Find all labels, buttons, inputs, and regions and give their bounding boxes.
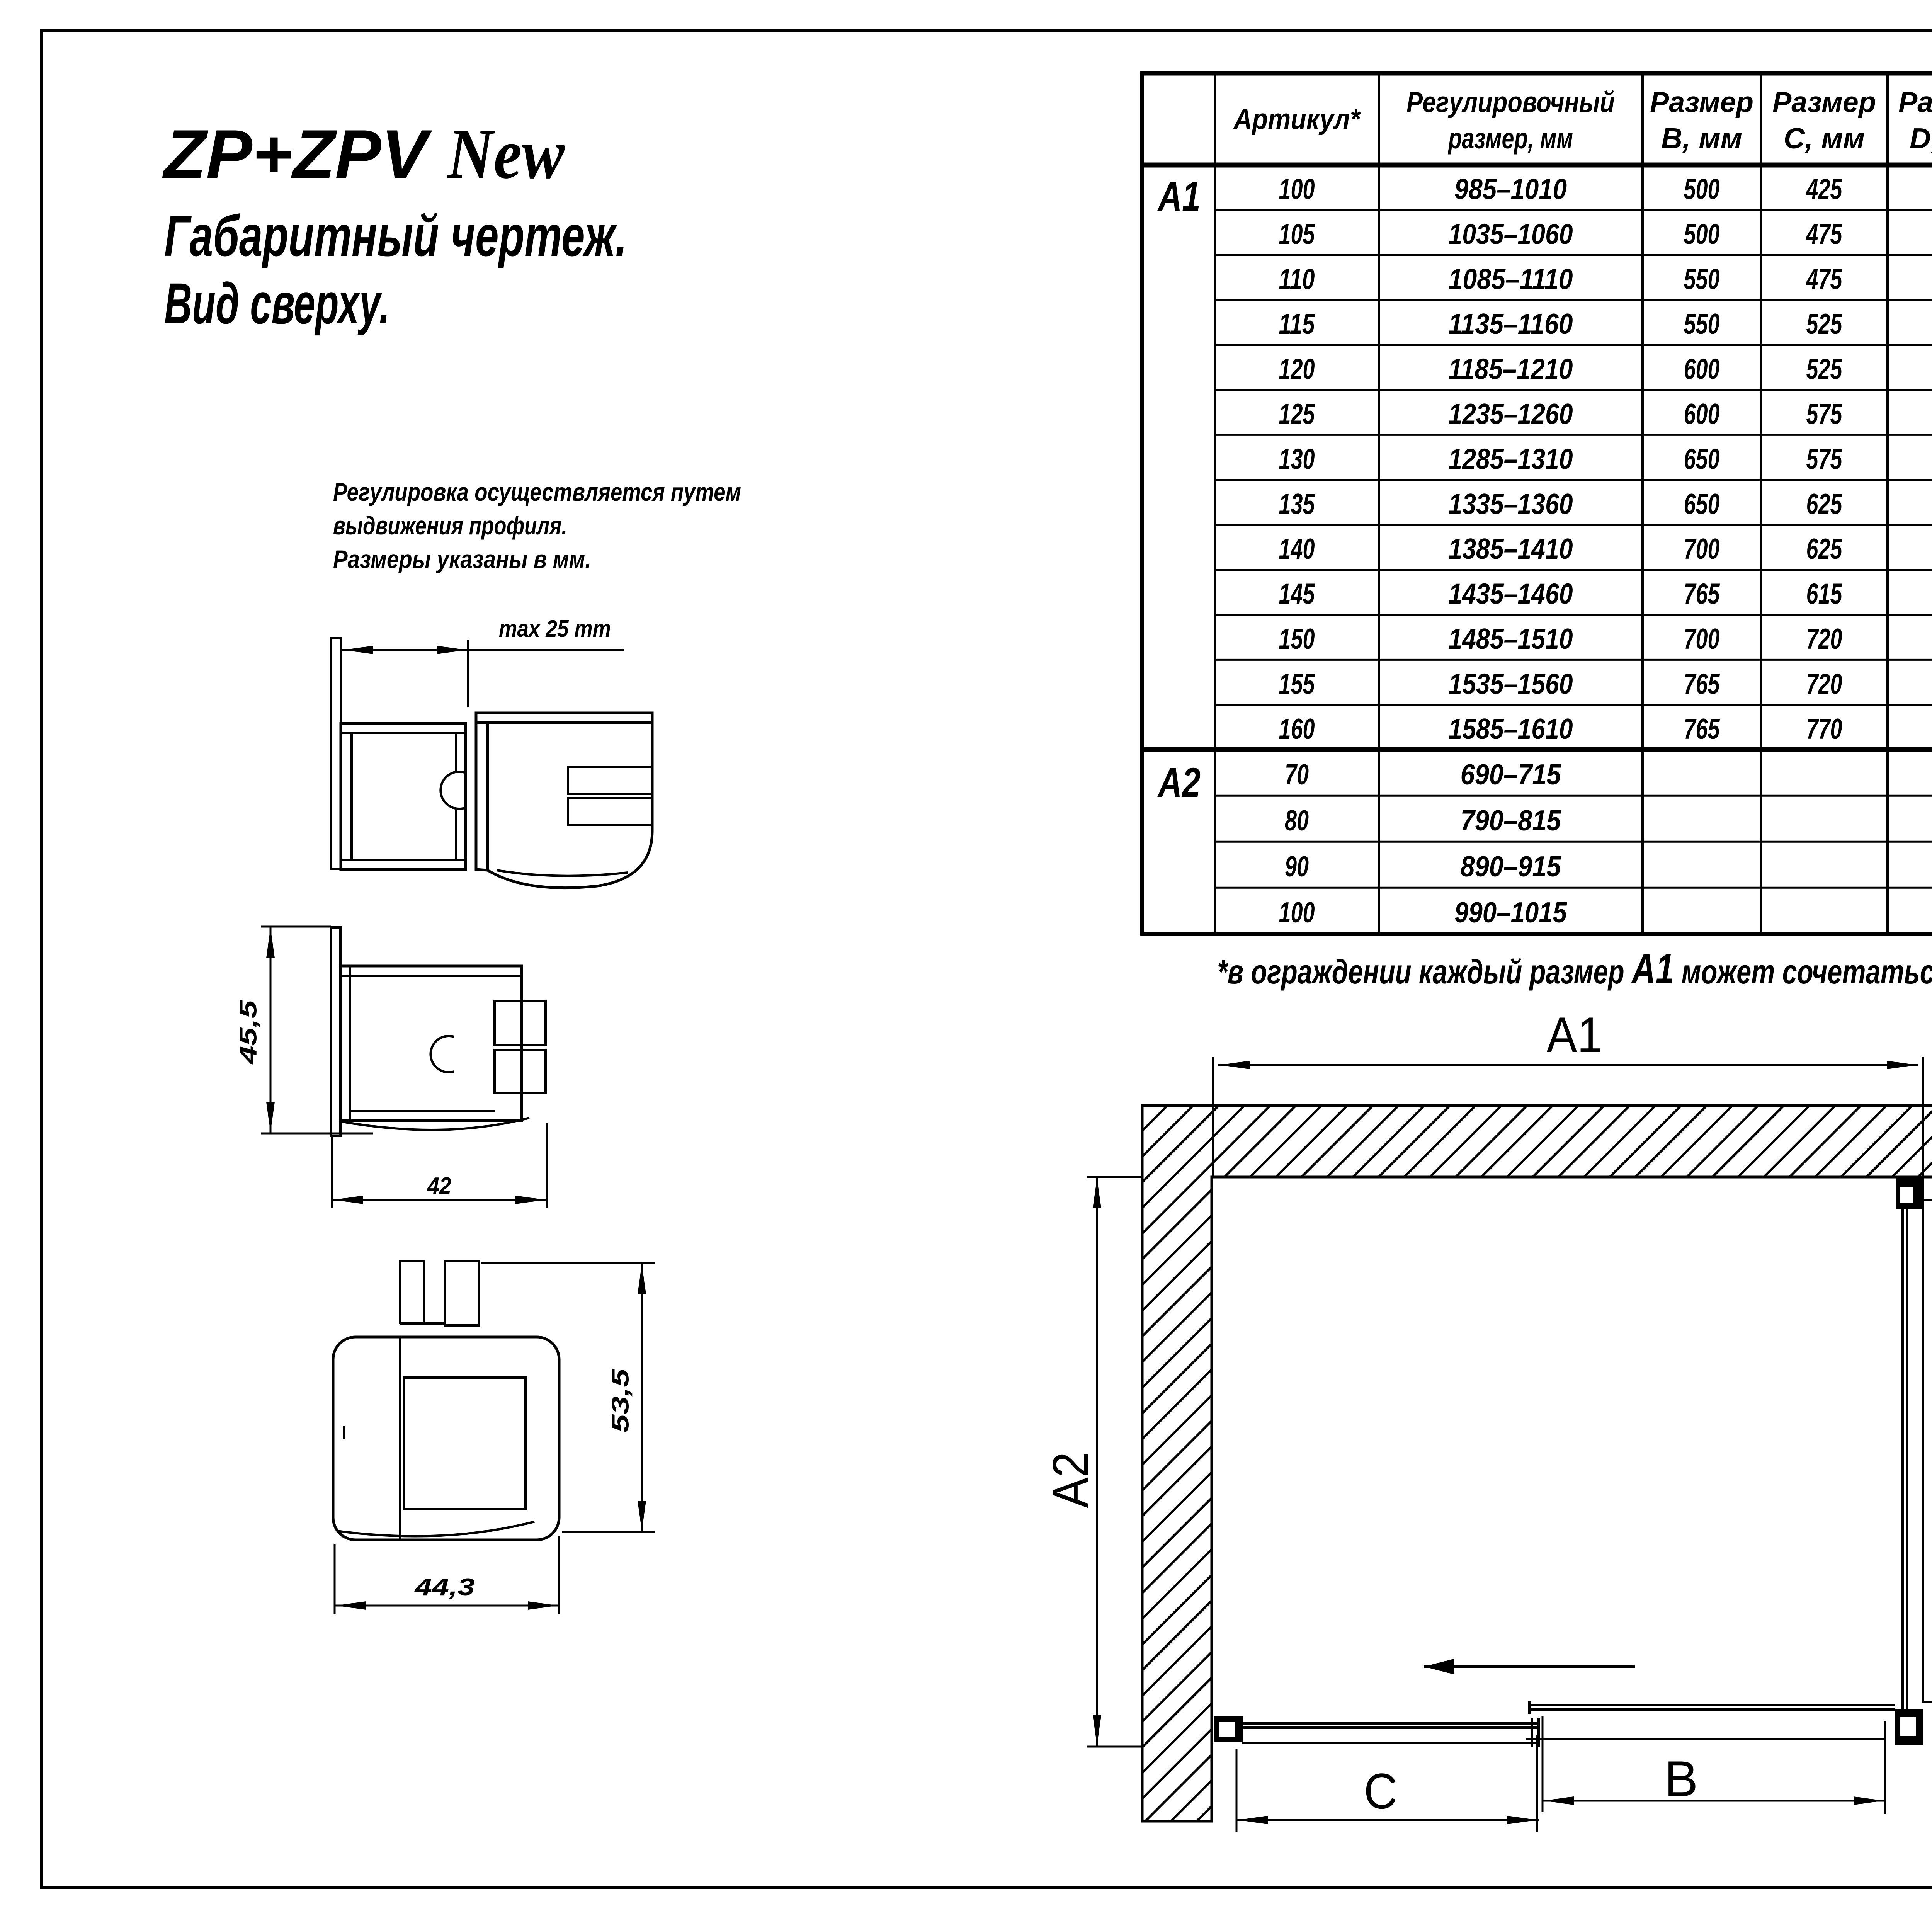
svg-text:625: 625 (1806, 532, 1843, 565)
svg-text:990–1015: 990–1015 (1454, 896, 1567, 929)
svg-text:ZP+ZPV: ZP+ZPV (162, 116, 432, 192)
svg-text:1535–1560: 1535–1560 (1449, 667, 1573, 700)
svg-text:890–915: 890–915 (1461, 850, 1561, 883)
svg-text:Размер: Размер (1650, 86, 1753, 118)
svg-text:765: 765 (1684, 713, 1720, 745)
svg-text:120: 120 (1279, 353, 1315, 385)
svg-text:Размер: Размер (1898, 86, 1932, 118)
svg-text:125: 125 (1279, 398, 1315, 430)
svg-text:525: 525 (1806, 308, 1843, 340)
svg-text:Артикул*: Артикул* (1233, 103, 1361, 135)
svg-text:100: 100 (1279, 896, 1315, 929)
svg-text:650: 650 (1684, 488, 1720, 520)
svg-text:Регулировочный: Регулировочный (1406, 86, 1615, 118)
svg-text:Вид сверху.: Вид сверху. (164, 271, 390, 336)
svg-text:B: B (1665, 1750, 1698, 1807)
svg-text:425: 425 (1806, 173, 1842, 205)
svg-text:42: 42 (427, 1173, 451, 1199)
svg-text:1335–1360: 1335–1360 (1449, 488, 1573, 520)
svg-text:145: 145 (1279, 578, 1315, 610)
svg-text:790–815: 790–815 (1461, 804, 1561, 837)
svg-text:45,5: 45,5 (235, 999, 262, 1065)
svg-text:160: 160 (1279, 713, 1315, 745)
svg-text:615: 615 (1806, 578, 1843, 610)
svg-text:525: 525 (1806, 353, 1843, 385)
svg-text:44,3: 44,3 (414, 1574, 475, 1601)
svg-text:135: 135 (1279, 488, 1315, 520)
svg-text:1485–1510: 1485–1510 (1449, 623, 1573, 655)
svg-text:Размеры указаны в мм.: Размеры указаны в мм. (333, 545, 591, 573)
svg-text:650: 650 (1684, 442, 1720, 475)
svg-text:1585–1610: 1585–1610 (1449, 713, 1573, 745)
svg-text:600: 600 (1684, 398, 1720, 430)
svg-text:500: 500 (1684, 173, 1720, 205)
svg-text:Размер: Размер (1772, 86, 1876, 118)
svg-text:53,5: 53,5 (607, 1368, 634, 1432)
svg-text:Габаритный чертеж.: Габаритный чертеж. (164, 203, 627, 268)
svg-text:B, мм: B, мм (1661, 122, 1742, 155)
svg-text:90: 90 (1285, 850, 1309, 883)
svg-text:70: 70 (1285, 758, 1309, 791)
svg-text:1435–1460: 1435–1460 (1449, 578, 1573, 610)
svg-text:размер, мм: размер, мм (1447, 122, 1573, 155)
svg-text:выдвижения профиля.: выдвижения профиля. (333, 511, 567, 540)
svg-text:110: 110 (1279, 263, 1315, 295)
svg-text:765: 765 (1684, 667, 1720, 700)
svg-text:100: 100 (1279, 173, 1315, 205)
svg-text:575: 575 (1806, 442, 1843, 475)
svg-text:690–715: 690–715 (1461, 758, 1561, 791)
svg-text:475: 475 (1806, 218, 1842, 250)
svg-text:80: 80 (1285, 804, 1309, 837)
svg-text:1385–1410: 1385–1410 (1449, 532, 1573, 565)
svg-text:625: 625 (1806, 488, 1843, 520)
svg-text:115: 115 (1279, 308, 1315, 340)
svg-text:1135–1160: 1135–1160 (1449, 308, 1573, 340)
svg-text:140: 140 (1279, 532, 1315, 565)
svg-text:C: C (1364, 1763, 1398, 1819)
svg-text:A2: A2 (1042, 1452, 1099, 1508)
svg-text:985–1010: 985–1010 (1454, 173, 1567, 205)
svg-text:550: 550 (1684, 263, 1720, 295)
svg-text:*в ограждении каждый размер А1: *в ограждении каждый размер А1 может соч… (1217, 945, 1932, 993)
svg-text:1085–1110: 1085–1110 (1449, 263, 1573, 295)
svg-text:500: 500 (1684, 218, 1720, 250)
svg-text:155: 155 (1279, 667, 1315, 700)
svg-text:720: 720 (1806, 667, 1842, 700)
svg-text:А1: А1 (1157, 173, 1201, 219)
svg-text:700: 700 (1684, 623, 1720, 655)
svg-text:A1: A1 (1547, 1007, 1603, 1063)
svg-text:550: 550 (1684, 308, 1720, 340)
svg-text:1185–1210: 1185–1210 (1449, 353, 1573, 385)
svg-text:575: 575 (1806, 398, 1843, 430)
svg-text:1235–1260: 1235–1260 (1449, 398, 1573, 430)
svg-text:max 25 mm: max 25 mm (499, 616, 611, 642)
svg-text:475: 475 (1806, 263, 1842, 295)
svg-text:700: 700 (1684, 532, 1720, 565)
svg-text:765: 765 (1684, 578, 1720, 610)
svg-text:130: 130 (1279, 442, 1315, 475)
svg-text:D, мм: D, мм (1910, 122, 1932, 155)
svg-text:105: 105 (1279, 218, 1315, 250)
svg-text:New: New (447, 114, 565, 194)
svg-text:720: 720 (1806, 623, 1842, 655)
svg-text:А2: А2 (1157, 759, 1201, 806)
svg-text:1285–1310: 1285–1310 (1449, 442, 1573, 475)
svg-text:1035–1060: 1035–1060 (1449, 218, 1573, 250)
svg-text:600: 600 (1684, 353, 1720, 385)
svg-text:C, мм: C, мм (1784, 122, 1865, 155)
svg-text:770: 770 (1806, 713, 1842, 745)
svg-text:Регулировка осуществляется пут: Регулировка осуществляется путем (333, 478, 741, 506)
svg-text:150: 150 (1279, 623, 1315, 655)
